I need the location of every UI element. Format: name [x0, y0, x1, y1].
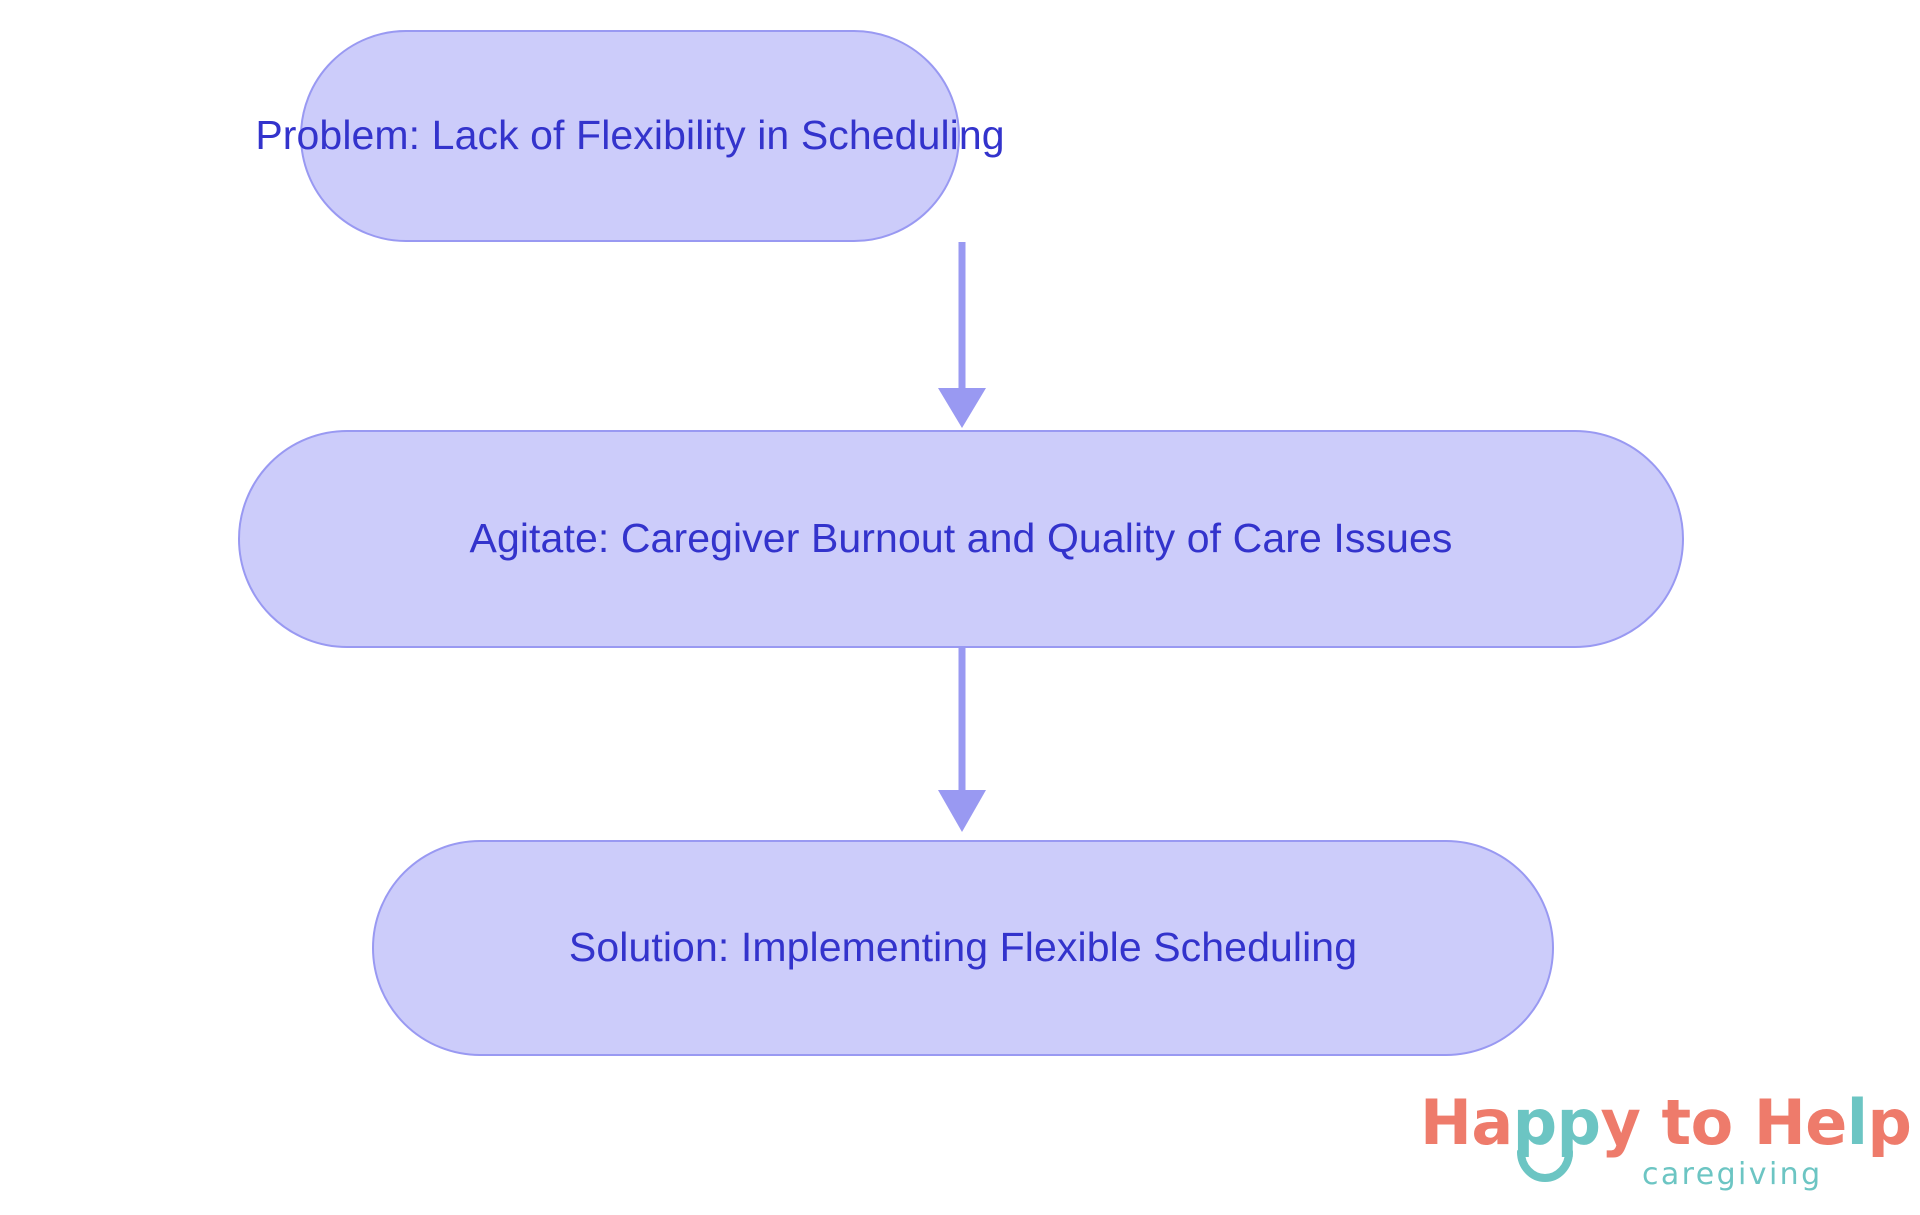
brand-logo-part-y-to: y to	[1600, 1086, 1754, 1159]
brand-logo-tagline: caregiving	[1642, 1157, 1823, 1192]
brand-logo-part-l: l	[1846, 1086, 1868, 1159]
flow-node-solution-label: Solution: Implementing Flexible Scheduli…	[568, 924, 1358, 971]
brand-logo-wordmark: Happy to Help	[1420, 1092, 1912, 1154]
brand-logo-part-p: p	[1867, 1086, 1912, 1159]
arrow-down-icon	[938, 388, 986, 428]
arrow-down-icon	[938, 790, 986, 832]
edge-problem-to-agitate	[938, 242, 986, 428]
flow-node-solution[interactable]: Solution: Implementing Flexible Scheduli…	[372, 840, 1554, 1056]
flow-node-problem-label: Problem: Lack of Flexibility in Scheduli…	[255, 112, 1005, 159]
edge-agitate-to-solution	[938, 648, 986, 832]
brand-logo-part-he: He	[1753, 1086, 1847, 1159]
smile-arc-icon	[1517, 1150, 1573, 1182]
brand-logo-part-ha: Ha	[1420, 1086, 1513, 1159]
brand-logo-part-pp: pp	[1512, 1086, 1601, 1159]
flow-node-agitate[interactable]: Agitate: Caregiver Burnout and Quality o…	[238, 430, 1684, 648]
flow-node-agitate-label: Agitate: Caregiver Burnout and Quality o…	[469, 515, 1453, 562]
flow-node-problem[interactable]: Problem: Lack of Flexibility in Scheduli…	[255, 30, 1005, 242]
brand-logo: Happy to Help caregiving	[1420, 1092, 1912, 1202]
